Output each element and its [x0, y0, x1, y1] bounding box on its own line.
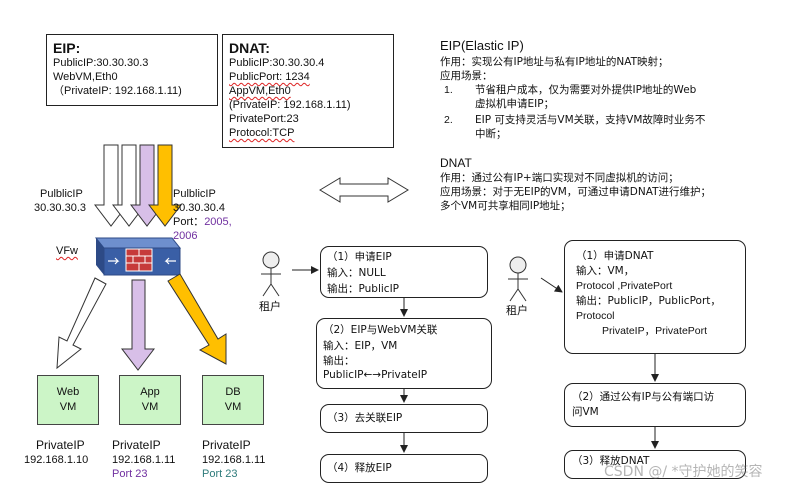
app-vm-line2: VM — [141, 401, 159, 413]
eip-step2-output: 输出： — [323, 355, 355, 367]
public-ip-right-label: PulblicIP — [173, 188, 216, 200]
web-vm-ip-label: PrivateIP — [36, 438, 85, 452]
eip-step1-output: 输出：PublicIP — [327, 283, 400, 295]
port-value-1: 2005, — [204, 216, 232, 228]
dnat-desc-title: DNAT — [440, 156, 472, 170]
dnat-step3-box — [564, 450, 746, 479]
dnat-step3-title: （3）释放DNAT — [572, 455, 650, 467]
tenant-label-left: 租户 — [259, 300, 281, 313]
eip-step1-title: （1）申请EIP — [327, 251, 392, 263]
arrow-to-web-vm — [56, 277, 107, 370]
dnat-box-vm: AppVM,Eth0 — [229, 85, 291, 97]
dnat-box-public-ip: PublicIP:30.30.30.4 — [229, 57, 325, 69]
dnat-desc-purpose: 作用：通过公有IP+端口实现对不同虚拟机的访问； — [440, 172, 679, 184]
eip-box-public-ip: PublicIP:30.30.30.3 — [53, 57, 149, 69]
app-vm-ip: 192.168.1.11 — [112, 454, 176, 466]
port-value-2: 2006 — [173, 230, 198, 242]
public-ip-right-value: 30.30.30.4 — [173, 202, 225, 214]
dnat-box-protocol: Protocol:TCP — [229, 127, 295, 139]
eip-desc-item1-num: 1. — [444, 84, 453, 96]
eip-desc-item2-line2: 中断； — [475, 128, 507, 140]
dnat-step2-line2: 问VM — [572, 406, 599, 418]
eip-step1-box — [320, 246, 488, 298]
firewall-icon — [94, 237, 182, 276]
dnat-step2-line1: （2）通过公有IP与公有端口访 — [572, 391, 715, 403]
dnat-step2-box — [564, 383, 746, 427]
arrow-dnat-gold — [147, 144, 183, 227]
bidirectional-arrow — [319, 177, 409, 203]
app-vm-node: App VM — [119, 375, 181, 425]
eip-desc-item1-line2: 虚拟机申请EIP； — [475, 98, 555, 110]
app-vm-ip-label: PrivateIP — [112, 438, 161, 452]
tenant-icon-left — [261, 251, 281, 297]
dnat-step1-input-2: Protocol ,PrivatePort — [576, 280, 673, 292]
dnat-desc-note: 多个VM可共享相同IP地址； — [440, 200, 571, 212]
db-vm-ip: 192.168.1.11 — [202, 454, 266, 466]
eip-desc-item2-num: 2. — [444, 114, 453, 126]
public-ip-left-label: PulblicIP — [40, 188, 83, 200]
eip-step2-box — [316, 318, 492, 389]
eip-info-box — [46, 34, 218, 106]
eip-desc-title: EIP(Elastic IP) — [440, 38, 524, 53]
eip-step1-input: 输入：NULL — [327, 267, 386, 279]
dnat-flow-connectors — [540, 277, 659, 449]
eip-step3-title: （3）去关联EIP — [327, 412, 403, 424]
dnat-box-title: DNAT: — [229, 40, 270, 56]
tenant-icon-right — [508, 256, 528, 302]
eip-step4-title: （4）释放EIP — [327, 462, 392, 474]
public-ip-left-value: 30.30.30.3 — [34, 202, 86, 214]
db-vm-ip-label: PrivateIP — [202, 438, 251, 452]
web-vm-node: Web VM — [37, 375, 99, 425]
web-vm-ip: 192.168.1.10 — [24, 454, 89, 466]
eip-desc-item1-line1: 节省租户成本，仅为需要对外提供IP地址的Web — [475, 84, 697, 96]
dnat-info-box — [222, 34, 394, 148]
web-vm-line1: Web — [56, 386, 80, 398]
dnat-step1-title: （1）申请DNAT — [576, 250, 654, 262]
db-vm-port: Port 23 — [202, 468, 238, 480]
dnat-desc-scenario: 应用场景：对于无EIP的VM，可通过申请DNAT进行维护； — [440, 186, 712, 198]
arrow-to-db-vm — [167, 273, 227, 365]
dnat-box-private-port: PrivatePort:23 — [229, 113, 299, 125]
watermark: CSDN @/ *守护她的笑容 — [604, 464, 763, 480]
dnat-step1-output-3: PrivateIP，PrivatePort — [602, 325, 708, 337]
eip-desc-purpose: 作用：实现公有IP地址与私有IP地址的NAT映射； — [440, 56, 669, 68]
eip-desc-scenario-label: 应用场景： — [440, 70, 493, 82]
dnat-step1-output-1: 输出：PublicIP，PublicPort， — [576, 295, 721, 307]
eip-flow-connectors — [292, 266, 408, 453]
eip-desc-item2-line1: EIP 可支持灵活与VM关联，支持VM故障时业务不 — [475, 114, 706, 126]
dnat-step1-input-1: 输入：VM， — [576, 265, 635, 277]
port-label: Port：2005, — [173, 216, 232, 229]
db-vm-node: DB VM — [202, 375, 264, 425]
dnat-step1-box — [564, 240, 746, 354]
dnat-step1-output-2: Protocol — [576, 310, 615, 322]
eip-step4-box — [320, 454, 488, 483]
firewall-label: VFw — [56, 245, 78, 257]
dnat-box-public-port: PublicPort: 1234 — [229, 71, 310, 83]
web-vm-line2: VM — [59, 401, 77, 413]
tenant-label-right: 租户 — [506, 304, 528, 317]
app-vm-line1: App — [140, 386, 160, 398]
eip-step3-box — [320, 404, 488, 433]
port-label-text: Port： — [173, 216, 205, 228]
eip-step2-title: （2）EIP与WebVM关联 — [323, 324, 438, 336]
eip-box-title: EIP: — [53, 40, 81, 56]
app-vm-port: Port 23 — [112, 468, 148, 480]
arrow-to-app-vm — [120, 279, 156, 371]
eip-step2-mapping: PublicIP←→PrivateIP — [323, 369, 428, 381]
db-vm-line1: DB — [225, 386, 241, 398]
eip-box-vm: WebVM,Eth0 — [53, 71, 118, 83]
db-vm-line2: VM — [224, 401, 242, 413]
dnat-box-private-ip: (PrivateIP: 192.168.1.11) — [229, 99, 351, 111]
eip-step2-input: 输入：EIP，VM — [323, 340, 398, 352]
eip-box-private-ip: （PrivateIP: 192.168.1.11) — [53, 85, 182, 97]
